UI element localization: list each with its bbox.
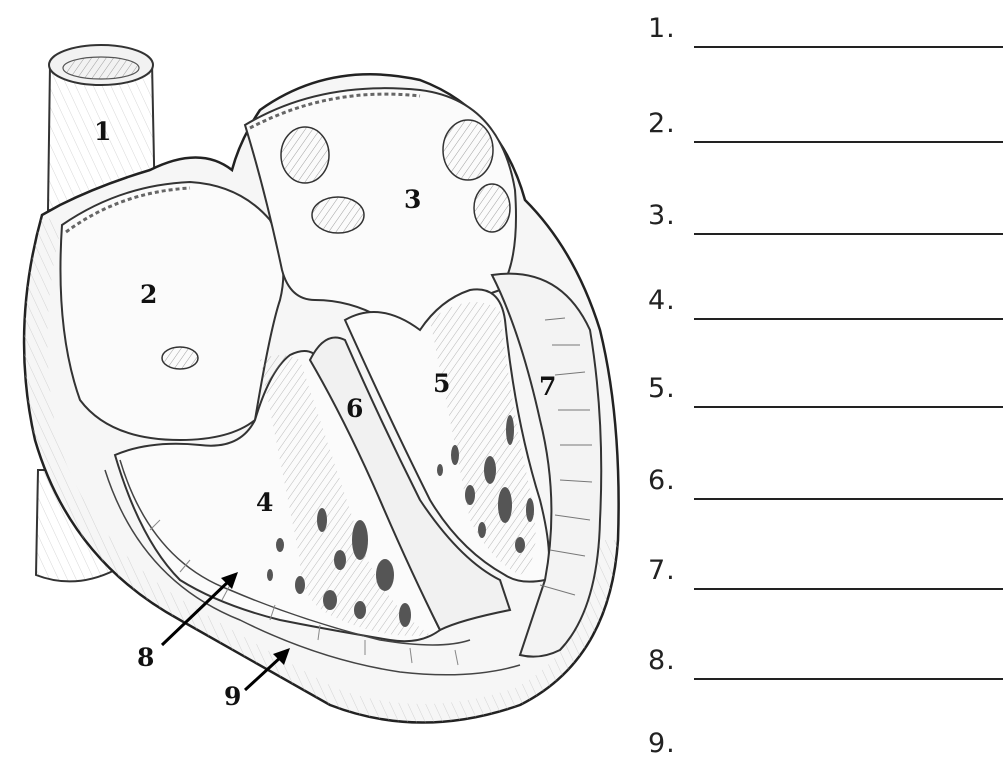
answer-row-9: 9.	[648, 728, 1003, 768]
label-9: 9	[224, 682, 241, 711]
answer-number: 5.	[648, 373, 676, 404]
answer-number: 1.	[648, 13, 676, 44]
label-1: 1	[94, 117, 111, 146]
answer-blank-1[interactable]	[694, 46, 1003, 48]
answer-blank-3[interactable]	[694, 233, 1003, 235]
answer-number: 2.	[648, 108, 676, 139]
answer-row-3: 3.	[648, 200, 1003, 240]
label-3: 3	[404, 185, 421, 214]
label-5: 5	[433, 369, 450, 398]
answer-number: 7.	[648, 555, 676, 586]
answer-row-8: 8.	[648, 645, 1003, 685]
answer-blank-2[interactable]	[694, 141, 1003, 143]
answer-blank-6[interactable]	[694, 498, 1003, 500]
label-6: 6	[346, 394, 363, 423]
answer-number: 6.	[648, 465, 676, 496]
answer-row-4: 4.	[648, 285, 1003, 325]
answer-number: 4.	[648, 285, 676, 316]
answer-row-5: 5.	[648, 373, 1003, 413]
answer-number: 3.	[648, 200, 676, 231]
label-4: 4	[256, 488, 273, 517]
answer-list: 1. 2. 3. 4. 5. 6. 7. 8.	[648, 0, 1003, 762]
answer-blank-5[interactable]	[694, 406, 1003, 408]
label-8: 8	[137, 643, 154, 672]
heart-diagram: 1 2 3 4 5 6 7 8 9	[0, 0, 640, 762]
answer-row-1: 1.	[648, 13, 1003, 53]
answer-number: 8.	[648, 645, 676, 676]
answer-blank-4[interactable]	[694, 318, 1003, 320]
answer-blank-7[interactable]	[694, 588, 1003, 590]
answer-row-7: 7.	[648, 555, 1003, 595]
label-7: 7	[539, 372, 556, 401]
right-atrium	[60, 182, 283, 440]
answer-number: 9.	[648, 728, 676, 759]
answer-row-6: 6.	[648, 465, 1003, 505]
label-2: 2	[140, 280, 157, 309]
answer-row-2: 2.	[648, 108, 1003, 148]
answer-blank-8[interactable]	[694, 678, 1003, 680]
